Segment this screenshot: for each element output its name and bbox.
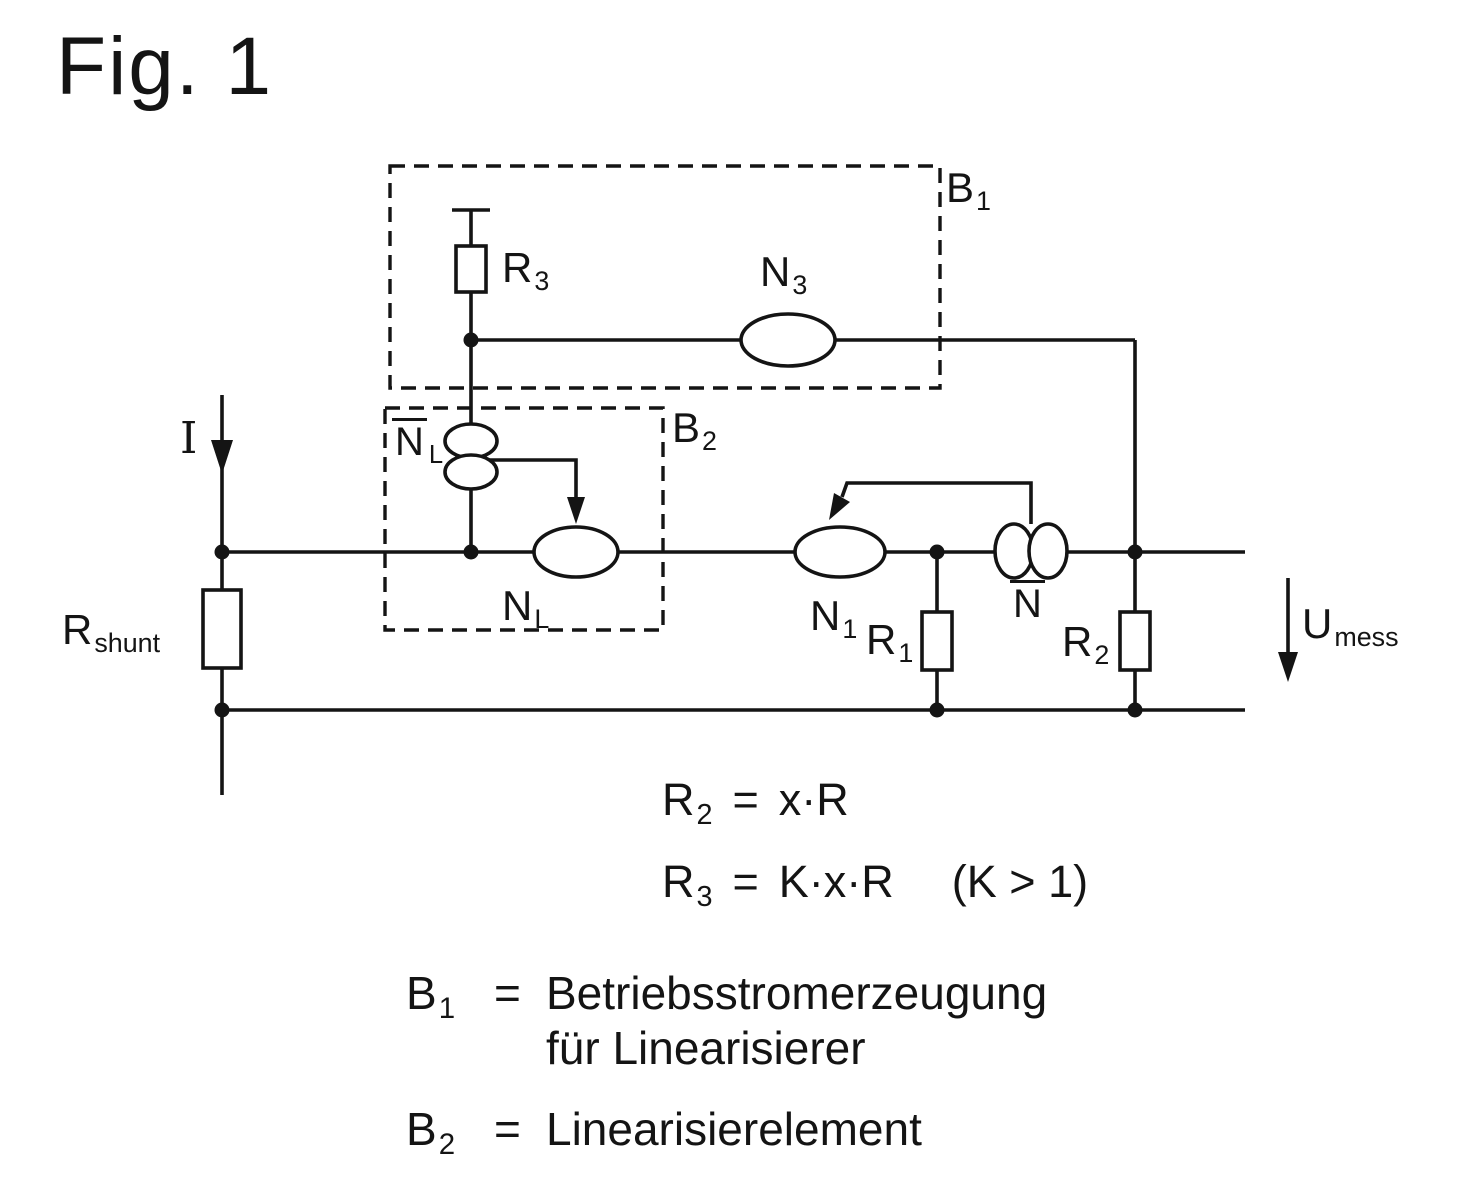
legend-definition-b1-line1: Betriebsstromerzeugung	[546, 967, 1048, 1019]
r2-label-base: R	[1062, 618, 1093, 665]
nl-label-sub: L	[534, 604, 550, 635]
umess-arrow-icon	[1278, 652, 1298, 682]
nbar-label-base: N	[1010, 580, 1045, 624]
r2-label-sub: 2	[1094, 640, 1110, 671]
element-label-nl: NL	[502, 582, 549, 633]
element-label-n3: N3	[760, 248, 807, 299]
element-nbar-right	[1027, 522, 1069, 580]
element-nl	[532, 525, 620, 579]
legend-equals-b1: =	[494, 967, 521, 1019]
nl-control-arrow-icon	[567, 497, 585, 524]
n3-label-base: N	[760, 248, 791, 295]
equation-r2-lhs-sub: 2	[696, 798, 713, 831]
legend-item-b1: B1 = Betriebsstromerzeugung für Linearis…	[406, 966, 1047, 1076]
resistor-rshunt	[201, 588, 243, 670]
n1-label-sub: 1	[842, 614, 858, 645]
umess-label-base: U	[1302, 600, 1333, 647]
element-nlbar-lower	[443, 453, 499, 491]
r3-label-base: R	[502, 244, 533, 291]
rshunt-label-base: R	[62, 606, 93, 653]
legend-definition-b2-line1: Linearisierelement	[546, 1103, 922, 1155]
resistor-label-r2: R2	[1062, 618, 1109, 669]
equation-r3-note: (K > 1)	[951, 856, 1089, 907]
junction-dot	[929, 702, 945, 718]
block-label-b2: B2	[672, 404, 717, 455]
n3-label-sub: 3	[792, 270, 808, 301]
nbar-to-n1-control-wire	[840, 481, 1033, 524]
n1-label-base: N	[810, 592, 841, 639]
current-label: I	[180, 413, 198, 464]
junction-dot	[1127, 702, 1143, 718]
equation-r2-lhs: R2	[662, 774, 713, 830]
element-n3	[739, 312, 837, 368]
equation-r2-lhs-base: R	[662, 774, 695, 825]
equation-r2-equals: =	[732, 774, 759, 825]
current-direction-arrow-icon	[211, 440, 233, 474]
resistor-label-rshunt: Rshunt	[62, 606, 160, 657]
junction-dot	[1127, 544, 1143, 560]
block-label-b2-sub: 2	[702, 426, 717, 457]
rshunt-label-sub: shunt	[94, 628, 161, 659]
legend-item-b2: B2 = Linearisierelement	[406, 1102, 922, 1161]
n1-control-arrow-icon	[829, 493, 850, 520]
equation-r3-lhs-sub: 3	[696, 880, 713, 913]
junction-dot	[214, 544, 230, 560]
element-label-n1: N1	[810, 592, 857, 643]
legend-definition-b2: Linearisierelement	[546, 1102, 922, 1157]
measurement-label-umess: Umess	[1302, 600, 1399, 651]
current-label-base: I	[180, 413, 198, 464]
resistor-r3	[454, 244, 488, 294]
nlbar-label-base: N	[392, 418, 427, 462]
element-label-nbar: N	[1010, 580, 1045, 625]
legend-term-b2: B2	[406, 1102, 494, 1161]
resistor-r1	[920, 610, 954, 672]
junction-dot	[929, 544, 945, 560]
nlbar-to-nl-control-wire	[480, 458, 578, 500]
element-n1	[793, 525, 887, 579]
equation-r2-rhs: x·R	[778, 774, 849, 825]
umess-label-sub: mess	[1334, 622, 1399, 653]
legend-term-b2-base: B	[406, 1103, 437, 1155]
equation-r2: R2 = x·R	[662, 774, 849, 830]
legend-term-b1-sub: 1	[438, 991, 456, 1025]
equation-r3-equals: =	[732, 856, 759, 907]
equation-r3: R3 = K·x·R (K > 1)	[662, 856, 1089, 912]
block-b1-dashed-box	[388, 164, 942, 390]
equation-r3-lhs-base: R	[662, 856, 695, 907]
legend-term-b1: B1	[406, 966, 494, 1025]
figure-title: Fig. 1	[56, 21, 274, 112]
element-nlbar-upper	[443, 422, 499, 460]
equation-r3-lhs: R3	[662, 856, 713, 912]
legend-term-b2-sub: 2	[438, 1127, 456, 1161]
legend-definition-b1-line2: für Linearisierer	[546, 1022, 866, 1075]
r1-label-base: R	[866, 616, 897, 663]
legend-term-b1-base: B	[406, 967, 437, 1019]
nl-label-base: N	[502, 582, 533, 629]
r1-label-sub: 1	[898, 638, 914, 669]
junction-dot	[463, 332, 479, 348]
block-label-b1: B1	[946, 164, 991, 215]
junction-dot	[214, 702, 230, 718]
resistor-label-r3: R3	[502, 244, 549, 295]
block-label-b1-sub: 1	[976, 186, 991, 217]
resistor-r2	[1118, 610, 1152, 672]
block-b2-dashed-box	[383, 406, 665, 632]
resistor-label-r1: R1	[866, 616, 913, 667]
legend-equals-b2: =	[494, 1103, 521, 1155]
junction-dot	[463, 544, 479, 560]
r3-label-sub: 3	[534, 266, 550, 297]
block-label-b2-base: B	[672, 404, 701, 451]
equation-r3-rhs: K·x·R	[778, 856, 894, 907]
block-label-b1-base: B	[946, 164, 975, 211]
nlbar-label-sub: L	[428, 440, 444, 469]
legend-definition-b1: Betriebsstromerzeugung für Linearisierer	[546, 966, 1047, 1076]
